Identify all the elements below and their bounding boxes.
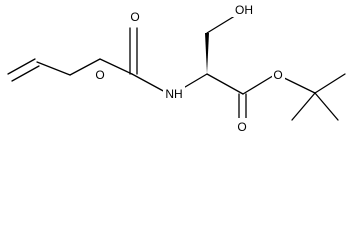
atom-oxygen-allyl-ester: O <box>94 66 107 82</box>
svg-text:O: O <box>273 68 282 82</box>
bond-tbutyl-methyl-1 <box>314 73 346 94</box>
atom-oxygen-ester-carbonyl: O <box>236 118 249 134</box>
bond-stereo-wedge <box>205 33 209 74</box>
atom-oxygen-tbutyl-ester: O <box>272 66 285 82</box>
svg-text:O: O <box>130 10 139 24</box>
bond-vinyl-double-a <box>7 58 36 75</box>
bond-allyl-ch2 <box>36 61 71 76</box>
bond-tbutyl-methyl-2 <box>314 92 339 121</box>
svg-text:O: O <box>237 120 246 134</box>
bond-allyl-to-oxygen <box>69 58 101 76</box>
svg-text:O: O <box>95 68 104 82</box>
chemical-structure: O O NH OH O O <box>7 1 346 134</box>
atom-oxygen-carbamate-carbonyl: O <box>129 8 142 24</box>
atom-nitrogen-amide: NH <box>163 85 185 101</box>
bond-carbamate-to-nitrogen <box>131 73 168 94</box>
bond-ch2-to-hydroxyl <box>206 13 239 34</box>
svg-text:NH: NH <box>165 87 182 101</box>
bond-vinyl-double-b <box>11 65 40 82</box>
svg-text:OH: OH <box>235 3 253 17</box>
bond-oxygen-to-carbamate-carbon <box>99 58 133 75</box>
bond-ester-carbon-to-oxygen <box>242 73 277 95</box>
atom-hydroxyl: OH <box>232 1 256 17</box>
bond-alpha-to-ester-carbon <box>206 73 244 95</box>
bond-tbutyl-methyl-3 <box>291 92 316 121</box>
